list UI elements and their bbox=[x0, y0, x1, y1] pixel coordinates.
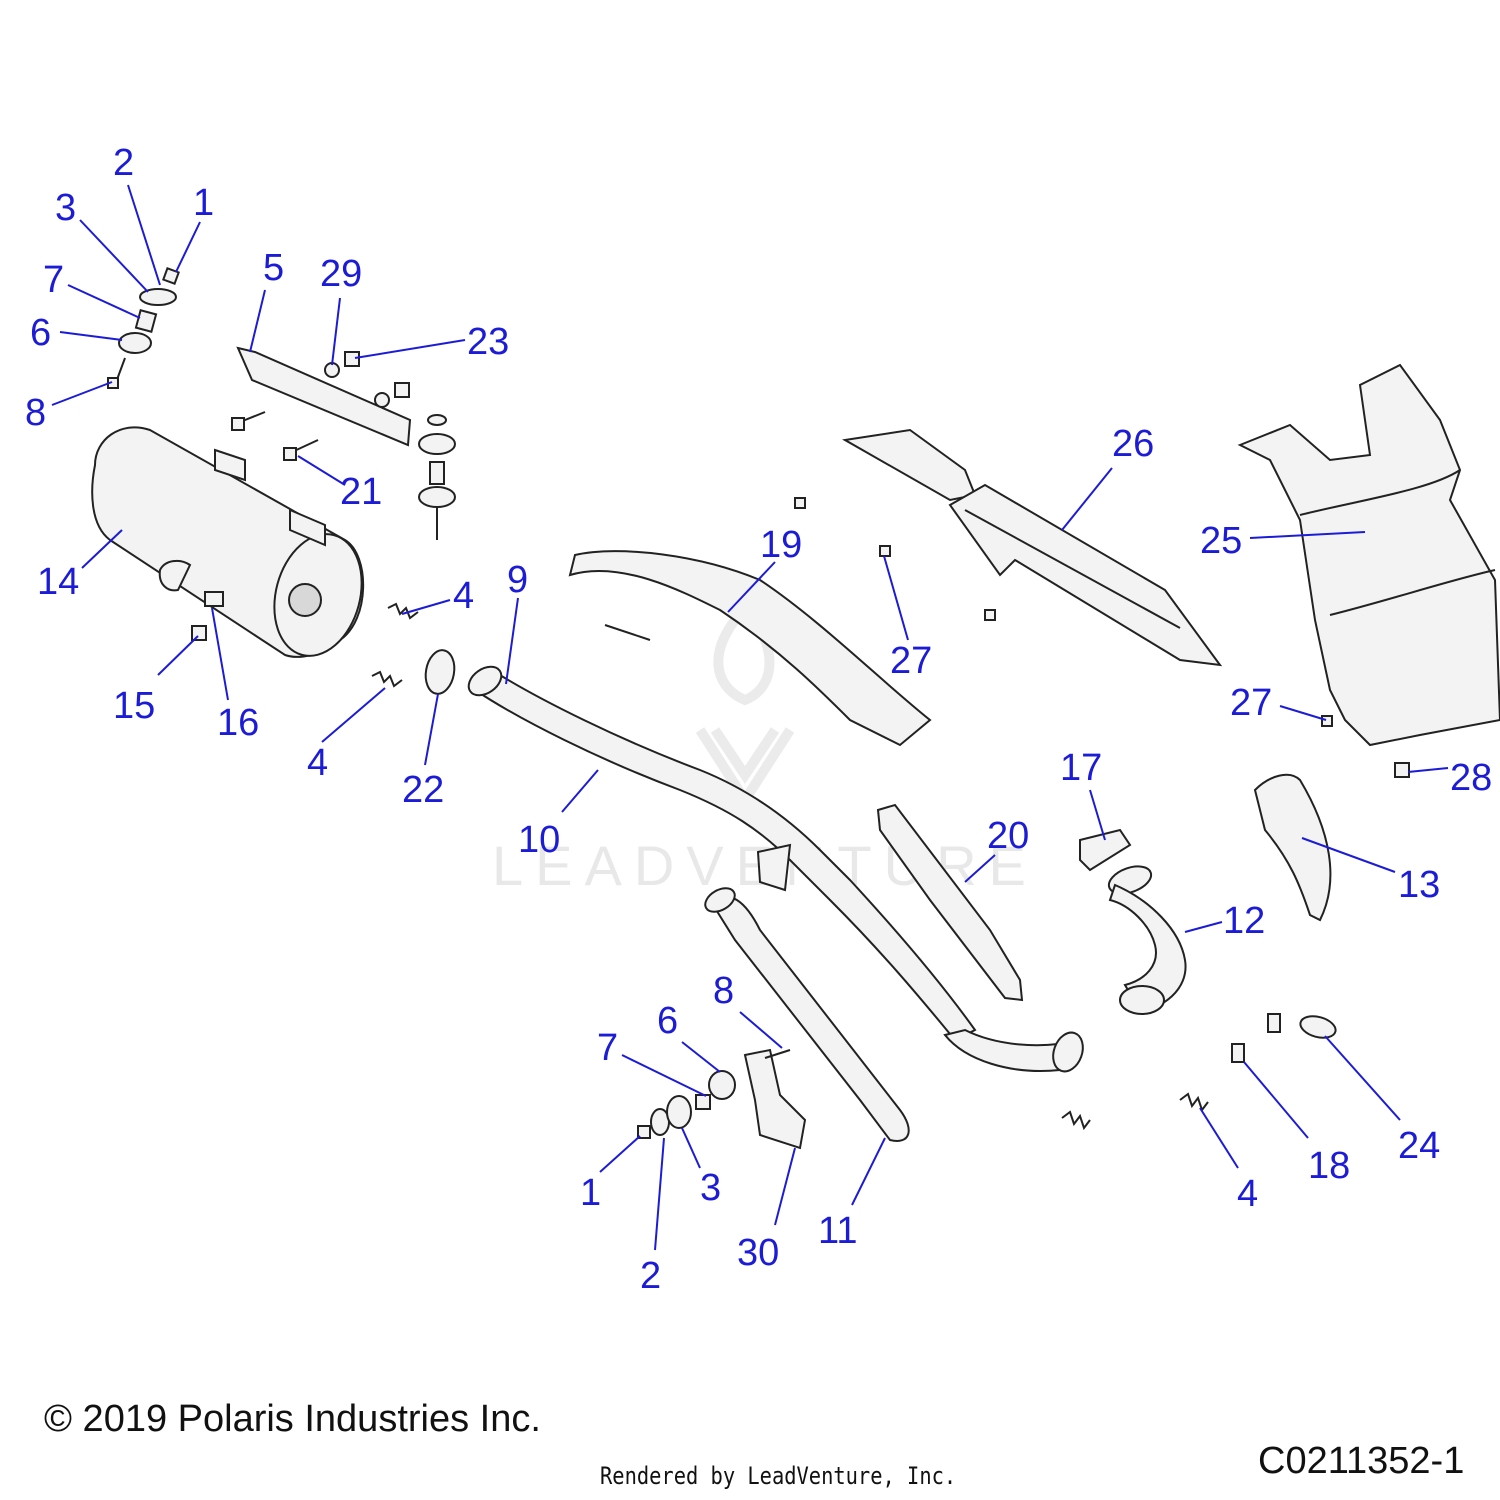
callout-label: 27 bbox=[1230, 682, 1272, 724]
muffler-mount-hardware bbox=[107, 267, 180, 389]
callout-label: 11 bbox=[818, 1210, 857, 1252]
callout-label: 3 bbox=[55, 187, 76, 229]
callout-label: 21 bbox=[340, 471, 382, 513]
callout-label: 4 bbox=[1237, 1173, 1258, 1215]
heat-shield-26 bbox=[794, 428, 1223, 667]
leader-lines bbox=[51, 184, 1449, 1251]
pipe-heat-shield-20 bbox=[876, 803, 1024, 1002]
callout-label: 2 bbox=[640, 1255, 661, 1297]
callout-label: 29 bbox=[320, 253, 362, 295]
callout-label: 8 bbox=[25, 392, 46, 434]
springs-and-gasket bbox=[191, 591, 456, 695]
callout-label: 4 bbox=[453, 575, 474, 617]
header-shield-13 bbox=[1253, 773, 1332, 922]
callout-label: 2 bbox=[113, 142, 134, 184]
callout-label: 4 bbox=[307, 742, 328, 784]
muffler bbox=[91, 426, 365, 658]
callout-label: 16 bbox=[217, 702, 259, 744]
callout-label: 6 bbox=[30, 312, 51, 354]
callout-label: 1 bbox=[193, 182, 214, 224]
callout-label: 7 bbox=[597, 1027, 618, 1069]
render-credit: Rendered by LeadVenture, Inc. bbox=[600, 1462, 957, 1490]
callout-label: 30 bbox=[737, 1232, 779, 1274]
callout-label: 13 bbox=[1398, 864, 1440, 906]
callout-label: 24 bbox=[1398, 1125, 1440, 1167]
callout-label: 26 bbox=[1112, 423, 1154, 465]
callout-labels: 2 3 1 7 6 8 5 29 23 21 14 15 16 4 4 22 9… bbox=[25, 142, 1492, 1297]
callout-label: 3 bbox=[700, 1167, 721, 1209]
muffler-bracket bbox=[231, 346, 412, 461]
callout-label: 23 bbox=[467, 321, 509, 363]
callout-label: 6 bbox=[657, 1000, 678, 1042]
drawing-code: C0211352-1 bbox=[1258, 1440, 1465, 1482]
callout-label: 18 bbox=[1308, 1145, 1350, 1187]
upper-heat-shield bbox=[568, 550, 932, 747]
callout-label: 1 bbox=[580, 1172, 601, 1214]
mid-pipe bbox=[467, 665, 977, 1042]
callout-label: 27 bbox=[890, 640, 932, 682]
callout-label: 25 bbox=[1200, 520, 1242, 562]
copyright-notice: © 2019 Polaris Industries Inc. bbox=[44, 1398, 541, 1440]
lower-bracket-hardware bbox=[637, 1048, 807, 1150]
callout-label: 15 bbox=[113, 685, 155, 727]
isolator-stack bbox=[324, 351, 456, 540]
callout-label: 14 bbox=[37, 561, 79, 603]
callout-label: 10 bbox=[518, 819, 560, 861]
callout-label: 17 bbox=[1060, 747, 1102, 789]
tailpipe bbox=[704, 887, 1084, 1142]
callout-label: 12 bbox=[1223, 900, 1265, 942]
callout-label: 28 bbox=[1450, 757, 1492, 799]
callout-label: 20 bbox=[987, 815, 1029, 857]
callout-label: 7 bbox=[43, 259, 64, 301]
callout-label: 19 bbox=[760, 524, 802, 566]
right-hardware bbox=[1061, 1013, 1337, 1131]
callout-label: 9 bbox=[507, 559, 528, 601]
header-pipe bbox=[1079, 828, 1187, 1015]
callout-label: 5 bbox=[263, 247, 284, 289]
callout-label: 8 bbox=[713, 970, 734, 1012]
skid-heat-shield-25 bbox=[1237, 363, 1500, 778]
callout-label: 22 bbox=[402, 769, 444, 811]
